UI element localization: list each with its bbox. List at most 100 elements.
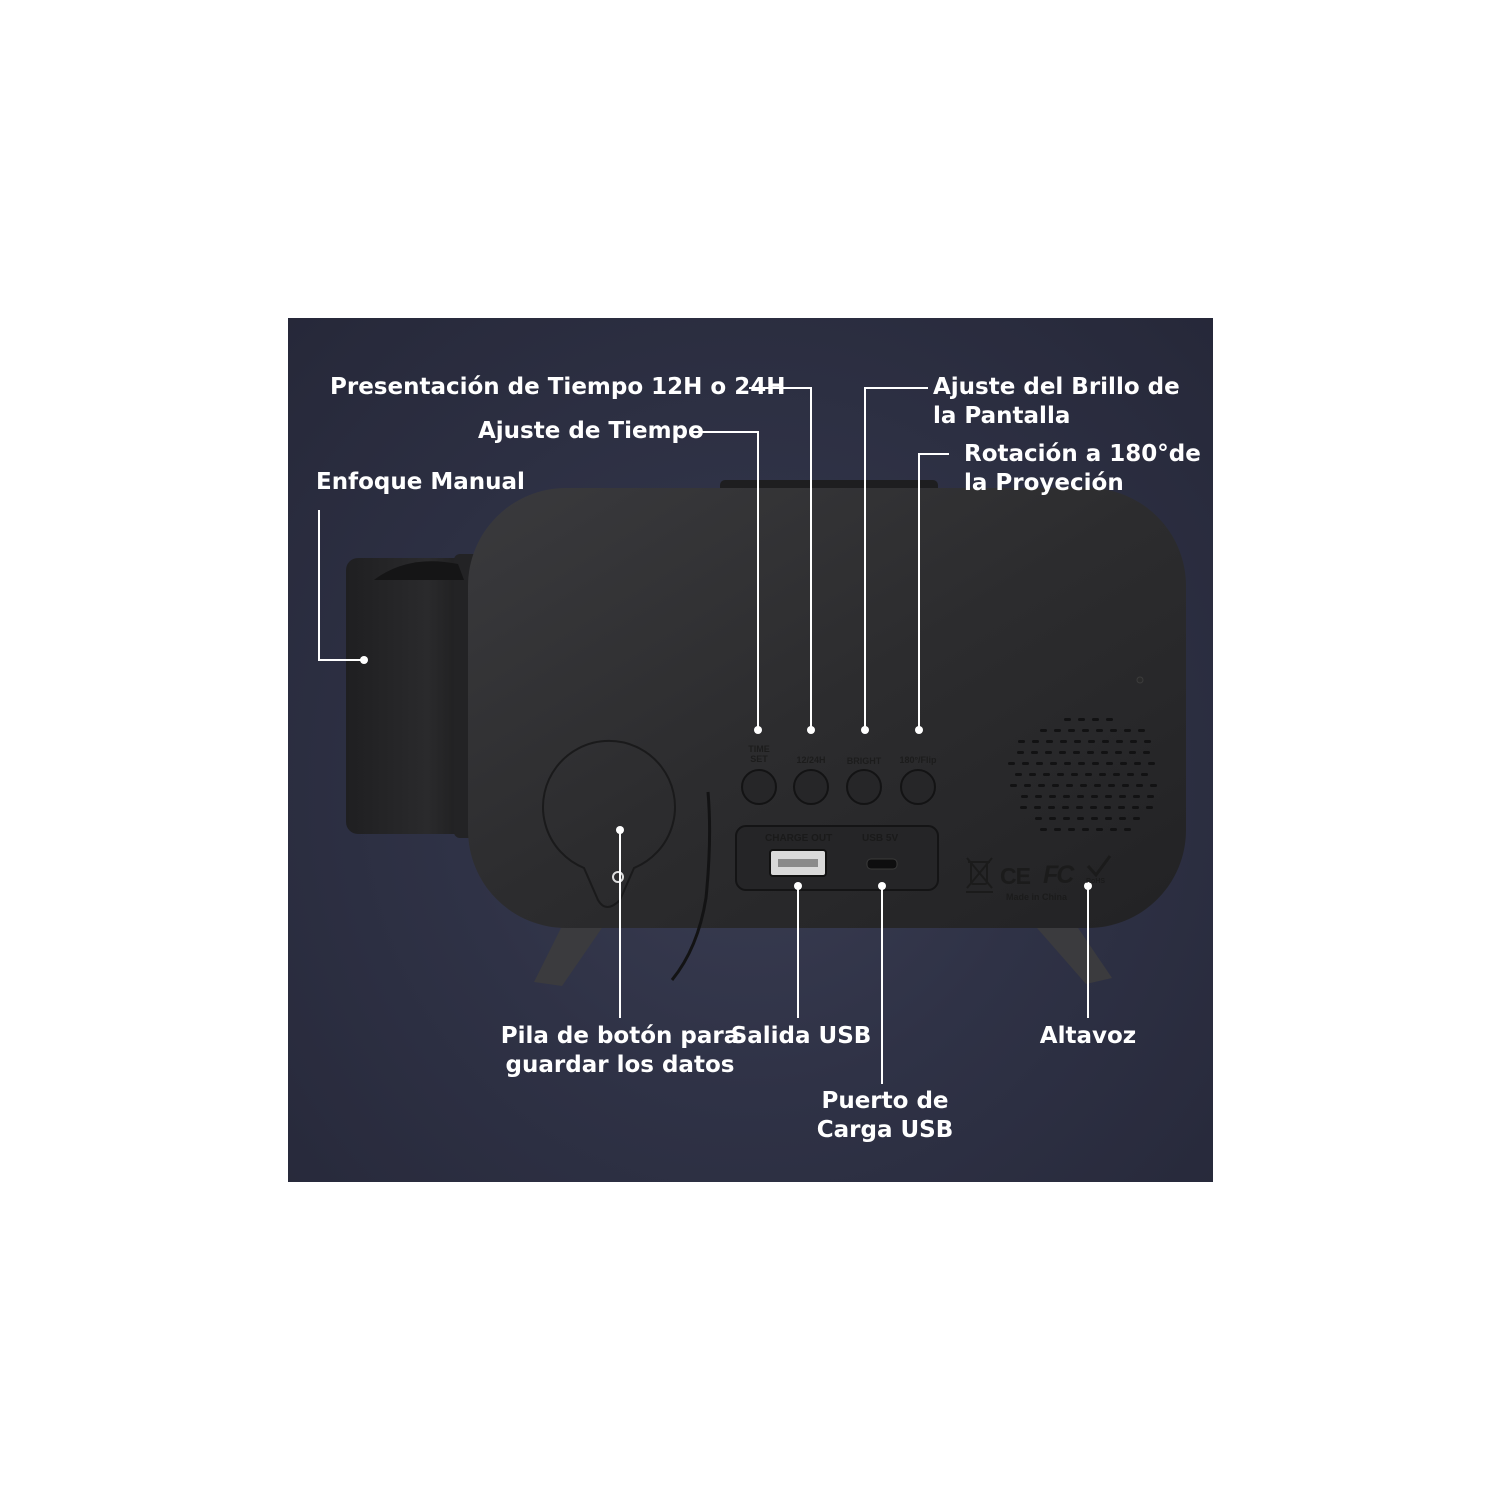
grille-hole bbox=[1020, 806, 1027, 809]
grille-hole bbox=[1136, 784, 1143, 787]
grille-hole bbox=[1141, 773, 1148, 776]
grille-hole bbox=[1046, 740, 1053, 743]
grille-hole bbox=[1074, 740, 1081, 743]
grille-hole bbox=[1108, 784, 1115, 787]
grille-hole bbox=[1092, 718, 1099, 721]
product-panel: Presentación de Tiempo 12H o 24H Ajuste … bbox=[288, 318, 1213, 1182]
fcc-mark: FC bbox=[1043, 861, 1074, 889]
grille-hole bbox=[1078, 718, 1085, 721]
callout-brightness-line1: Ajuste del Brillo de bbox=[933, 374, 1180, 400]
grille-hole bbox=[1054, 729, 1061, 732]
micro-usb-port[interactable] bbox=[866, 858, 898, 870]
grille-hole bbox=[1101, 751, 1108, 754]
grille-hole bbox=[1120, 762, 1127, 765]
grille-hole bbox=[1062, 806, 1069, 809]
device-illustration bbox=[318, 387, 1186, 1084]
leader-dots bbox=[360, 656, 1092, 890]
callout-charge: Puerto de Carga USB bbox=[802, 1087, 968, 1145]
grille-hole bbox=[1129, 751, 1136, 754]
grille-hole bbox=[1082, 729, 1089, 732]
callout-manual-focus: Enfoque Manual bbox=[316, 469, 525, 495]
grille-hole bbox=[1113, 773, 1120, 776]
grille-hole bbox=[1147, 795, 1154, 798]
grille-hole bbox=[1060, 740, 1067, 743]
label-time-set: TIME SET bbox=[736, 744, 782, 764]
grille-hole bbox=[1085, 773, 1092, 776]
grille-hole bbox=[1118, 806, 1125, 809]
grille-hole bbox=[1116, 740, 1123, 743]
grille-hole bbox=[1032, 740, 1039, 743]
callout-charge-line2: Carga USB bbox=[816, 1117, 954, 1143]
grille-hole bbox=[1077, 817, 1084, 820]
grille-hole bbox=[1017, 751, 1024, 754]
grille-hole bbox=[1106, 762, 1113, 765]
bright-button[interactable] bbox=[846, 769, 882, 805]
grille-hole bbox=[1130, 740, 1137, 743]
label-charge-out: CHARGE OUT bbox=[765, 833, 833, 844]
grille-hole bbox=[1091, 817, 1098, 820]
callout-time-set: Ajuste de Tiempo bbox=[478, 418, 704, 444]
ce-mark: CE bbox=[1000, 863, 1031, 889]
callout-rotation-line2: la Proyeción bbox=[964, 470, 1124, 496]
time-set-button[interactable] bbox=[741, 769, 777, 805]
callout-rotation: Rotación a 180°de la Proyeción bbox=[964, 440, 1201, 498]
leader-time-format bbox=[749, 387, 812, 730]
grille-hole bbox=[1035, 817, 1042, 820]
callout-battery-line1: Pila de botón para bbox=[500, 1023, 740, 1049]
callout-usb-out: Salida USB bbox=[730, 1023, 872, 1049]
grille-hole bbox=[1059, 751, 1066, 754]
grille-hole bbox=[1064, 762, 1071, 765]
label-12-24h: 12/24H bbox=[796, 755, 826, 765]
button-group bbox=[741, 769, 936, 805]
grille-hole bbox=[1105, 817, 1112, 820]
device-body bbox=[468, 488, 1186, 928]
grille-hole bbox=[1138, 729, 1145, 732]
callout-brightness: Ajuste del Brillo de la Pantalla bbox=[933, 373, 1180, 431]
speaker-grille bbox=[1008, 718, 1157, 831]
grille-hole bbox=[1110, 729, 1117, 732]
grille-hole bbox=[1048, 806, 1055, 809]
flip-button[interactable] bbox=[900, 769, 936, 805]
grille-hole bbox=[1036, 762, 1043, 765]
grille-hole bbox=[1057, 773, 1064, 776]
label-time-set-line1: TIME bbox=[748, 744, 770, 754]
grille-hole bbox=[1015, 773, 1022, 776]
grille-hole bbox=[1008, 762, 1015, 765]
label-usb-5v: USB 5V bbox=[862, 833, 899, 844]
rohs-mark: RoHS bbox=[1086, 878, 1106, 885]
label-bright: BRIGHT bbox=[846, 756, 882, 766]
grille-hole bbox=[1134, 762, 1141, 765]
grille-hole bbox=[1022, 762, 1029, 765]
grille-hole bbox=[1144, 740, 1151, 743]
grille-hole bbox=[1096, 828, 1103, 831]
lens-top-opening bbox=[374, 561, 464, 580]
made-in-china: Made in China bbox=[1006, 892, 1068, 902]
grille-hole bbox=[1018, 740, 1025, 743]
grille-hole bbox=[1010, 784, 1017, 787]
weee-bin-icon bbox=[966, 857, 993, 893]
grille-hole bbox=[1082, 828, 1089, 831]
grille-hole bbox=[1146, 806, 1153, 809]
callout-brightness-line2: la Pantalla bbox=[933, 403, 1071, 429]
label-flip: 180°/Flip bbox=[899, 755, 937, 765]
label-time-set-line2: SET bbox=[750, 754, 768, 764]
leader-lines bbox=[318, 387, 1089, 1084]
grille-hole bbox=[1040, 729, 1047, 732]
grille-hole bbox=[1143, 751, 1150, 754]
grille-hole bbox=[1043, 773, 1050, 776]
grille-hole bbox=[1034, 806, 1041, 809]
callout-speaker: Altavoz bbox=[1039, 1023, 1137, 1049]
grille-hole bbox=[1133, 795, 1140, 798]
grille-hole bbox=[1045, 751, 1052, 754]
grille-hole bbox=[1094, 784, 1101, 787]
grille-hole bbox=[1133, 817, 1140, 820]
grille-hole bbox=[1077, 795, 1084, 798]
grille-hole bbox=[1119, 817, 1126, 820]
grille-hole bbox=[1076, 806, 1083, 809]
12-24h-button[interactable] bbox=[793, 769, 829, 805]
grille-hole bbox=[1122, 784, 1129, 787]
grille-hole bbox=[1052, 784, 1059, 787]
callout-time-format: Presentación de Tiempo 12H o 24H bbox=[330, 374, 786, 400]
grille-hole bbox=[1092, 762, 1099, 765]
callout-rotation-line1: Rotación a 180°de bbox=[964, 441, 1201, 467]
